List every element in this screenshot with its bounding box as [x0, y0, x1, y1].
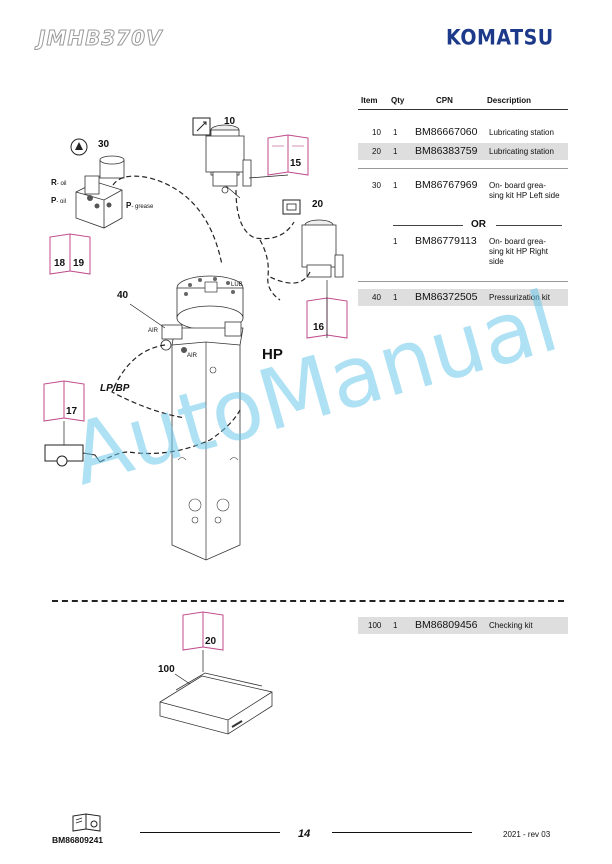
label-pg-suffix: - grease	[131, 204, 154, 210]
callout-30: 30	[98, 139, 110, 150]
row-cpn: BM86372505	[415, 291, 478, 303]
grease-gun-icon	[192, 117, 211, 136]
row-item: 100	[368, 621, 382, 630]
callout-20: 20	[312, 199, 324, 210]
row-desc: On- board grea- sing kit HP Right side	[489, 237, 548, 267]
callout-40: 40	[117, 290, 129, 301]
table-row: 20 1 BM86383759 Lubricating station	[358, 143, 568, 160]
row-item: 30	[372, 181, 381, 190]
section-separator	[52, 600, 564, 602]
row-cpn: BM86779113	[415, 235, 477, 247]
row-item: 20	[372, 147, 381, 156]
book-ref-16: 16	[313, 322, 325, 333]
row-cpn: BM86667060	[415, 126, 478, 138]
label-r-suffix: - oil	[56, 181, 67, 187]
hose-routes	[99, 175, 311, 463]
label-r: R	[51, 178, 57, 187]
table-row: 40 1 BM86372505 Pressurization kit	[358, 289, 568, 306]
row-qty: 1	[393, 237, 398, 246]
row-item: 10	[372, 128, 381, 137]
table-row: 100 1 BM86809456 Checking kit	[358, 617, 568, 634]
label-hp: HP	[262, 346, 283, 363]
row-desc: Checking kit	[489, 621, 533, 630]
row-rule	[358, 168, 568, 169]
label-air-1: AIR	[148, 328, 159, 334]
row-qty: 1	[393, 147, 398, 156]
model-logo: JMHB370V	[38, 26, 163, 51]
book-ref-18: 18	[54, 258, 66, 269]
checking-kit-case	[159, 672, 273, 735]
air-compressor	[44, 444, 101, 467]
footer-rule-left	[140, 832, 280, 833]
leader-lines	[63, 174, 328, 685]
manual-book-icon	[72, 813, 101, 832]
row-desc: Lubricating station	[489, 128, 554, 137]
label-air-2: AIR	[187, 353, 198, 359]
reservoir-icon	[282, 199, 301, 215]
row-item: 40	[372, 293, 381, 302]
row-qty: 1	[393, 128, 398, 137]
footer-rule-right	[332, 832, 472, 833]
col-header-qty: Qty	[391, 96, 405, 105]
label-p-grease: P- grease	[126, 201, 153, 210]
valve-block-30	[70, 138, 125, 229]
label-p-oil: P- oil	[51, 196, 66, 205]
col-header-cpn: CPN	[436, 96, 453, 105]
row-desc-line2: sing kit HP Right	[489, 247, 548, 256]
lubricating-station-10	[205, 124, 252, 194]
label-lub: LUB	[231, 282, 243, 288]
col-header-description: Description	[487, 96, 532, 105]
footer-document-code: BM86809241	[52, 835, 104, 845]
row-desc: Lubricating station	[489, 147, 554, 156]
table-row: 30 1 BM86767969 On- board grea- sing kit…	[358, 177, 568, 207]
row-desc-line1: On- board grea-	[489, 181, 546, 190]
row-qty: 1	[393, 181, 398, 190]
label-lp-bp: LP/BP	[100, 383, 130, 394]
or-rule-right	[496, 225, 562, 226]
label-p: P	[51, 196, 57, 205]
book-ref-20: 20	[205, 636, 217, 647]
row-cpn: BM86767969	[415, 179, 478, 191]
row-cpn: BM86383759	[415, 145, 478, 157]
callout-100: 100	[158, 664, 175, 675]
row-desc-line3: side	[489, 257, 504, 266]
book-ref-19: 19	[73, 258, 85, 269]
lubricating-station-20	[301, 219, 344, 278]
table-row: 1 BM86779113 On- board grea- sing kit HP…	[358, 233, 568, 269]
row-qty: 1	[393, 293, 398, 302]
or-label: OR	[471, 219, 486, 230]
book-ref-15: 15	[290, 158, 302, 169]
label-r-oil: R- oil	[51, 178, 66, 187]
row-desc: On- board grea- sing kit HP Left side	[489, 181, 560, 201]
row-cpn: BM86809456	[415, 619, 478, 631]
book-icon	[43, 380, 85, 422]
footer-revision: 2021 - rev 03	[503, 830, 551, 839]
table-row: 10 1 BM86667060 Lubricating station	[358, 124, 568, 141]
hydraulic-breaker	[160, 275, 244, 561]
row-desc-line1: On- board grea-	[489, 237, 546, 246]
label-p-suffix: - oil	[56, 199, 67, 205]
col-header-item: Item	[361, 96, 378, 105]
book-icon	[49, 233, 91, 275]
footer-page-number: 14	[298, 828, 311, 840]
row-qty: 1	[393, 621, 398, 630]
row-desc: Pressurization kit	[489, 293, 550, 302]
callout-10: 10	[224, 116, 236, 127]
book-ref-17: 17	[66, 406, 78, 417]
table-header-rule	[358, 109, 568, 110]
label-pg: P	[126, 201, 132, 210]
row-desc-line2: sing kit HP Left side	[489, 191, 560, 200]
book-icon	[182, 611, 224, 651]
brand-logo: KOMATSU	[446, 25, 554, 51]
or-rule-left	[393, 225, 463, 226]
row-rule	[358, 281, 568, 282]
book-icon	[267, 134, 309, 176]
